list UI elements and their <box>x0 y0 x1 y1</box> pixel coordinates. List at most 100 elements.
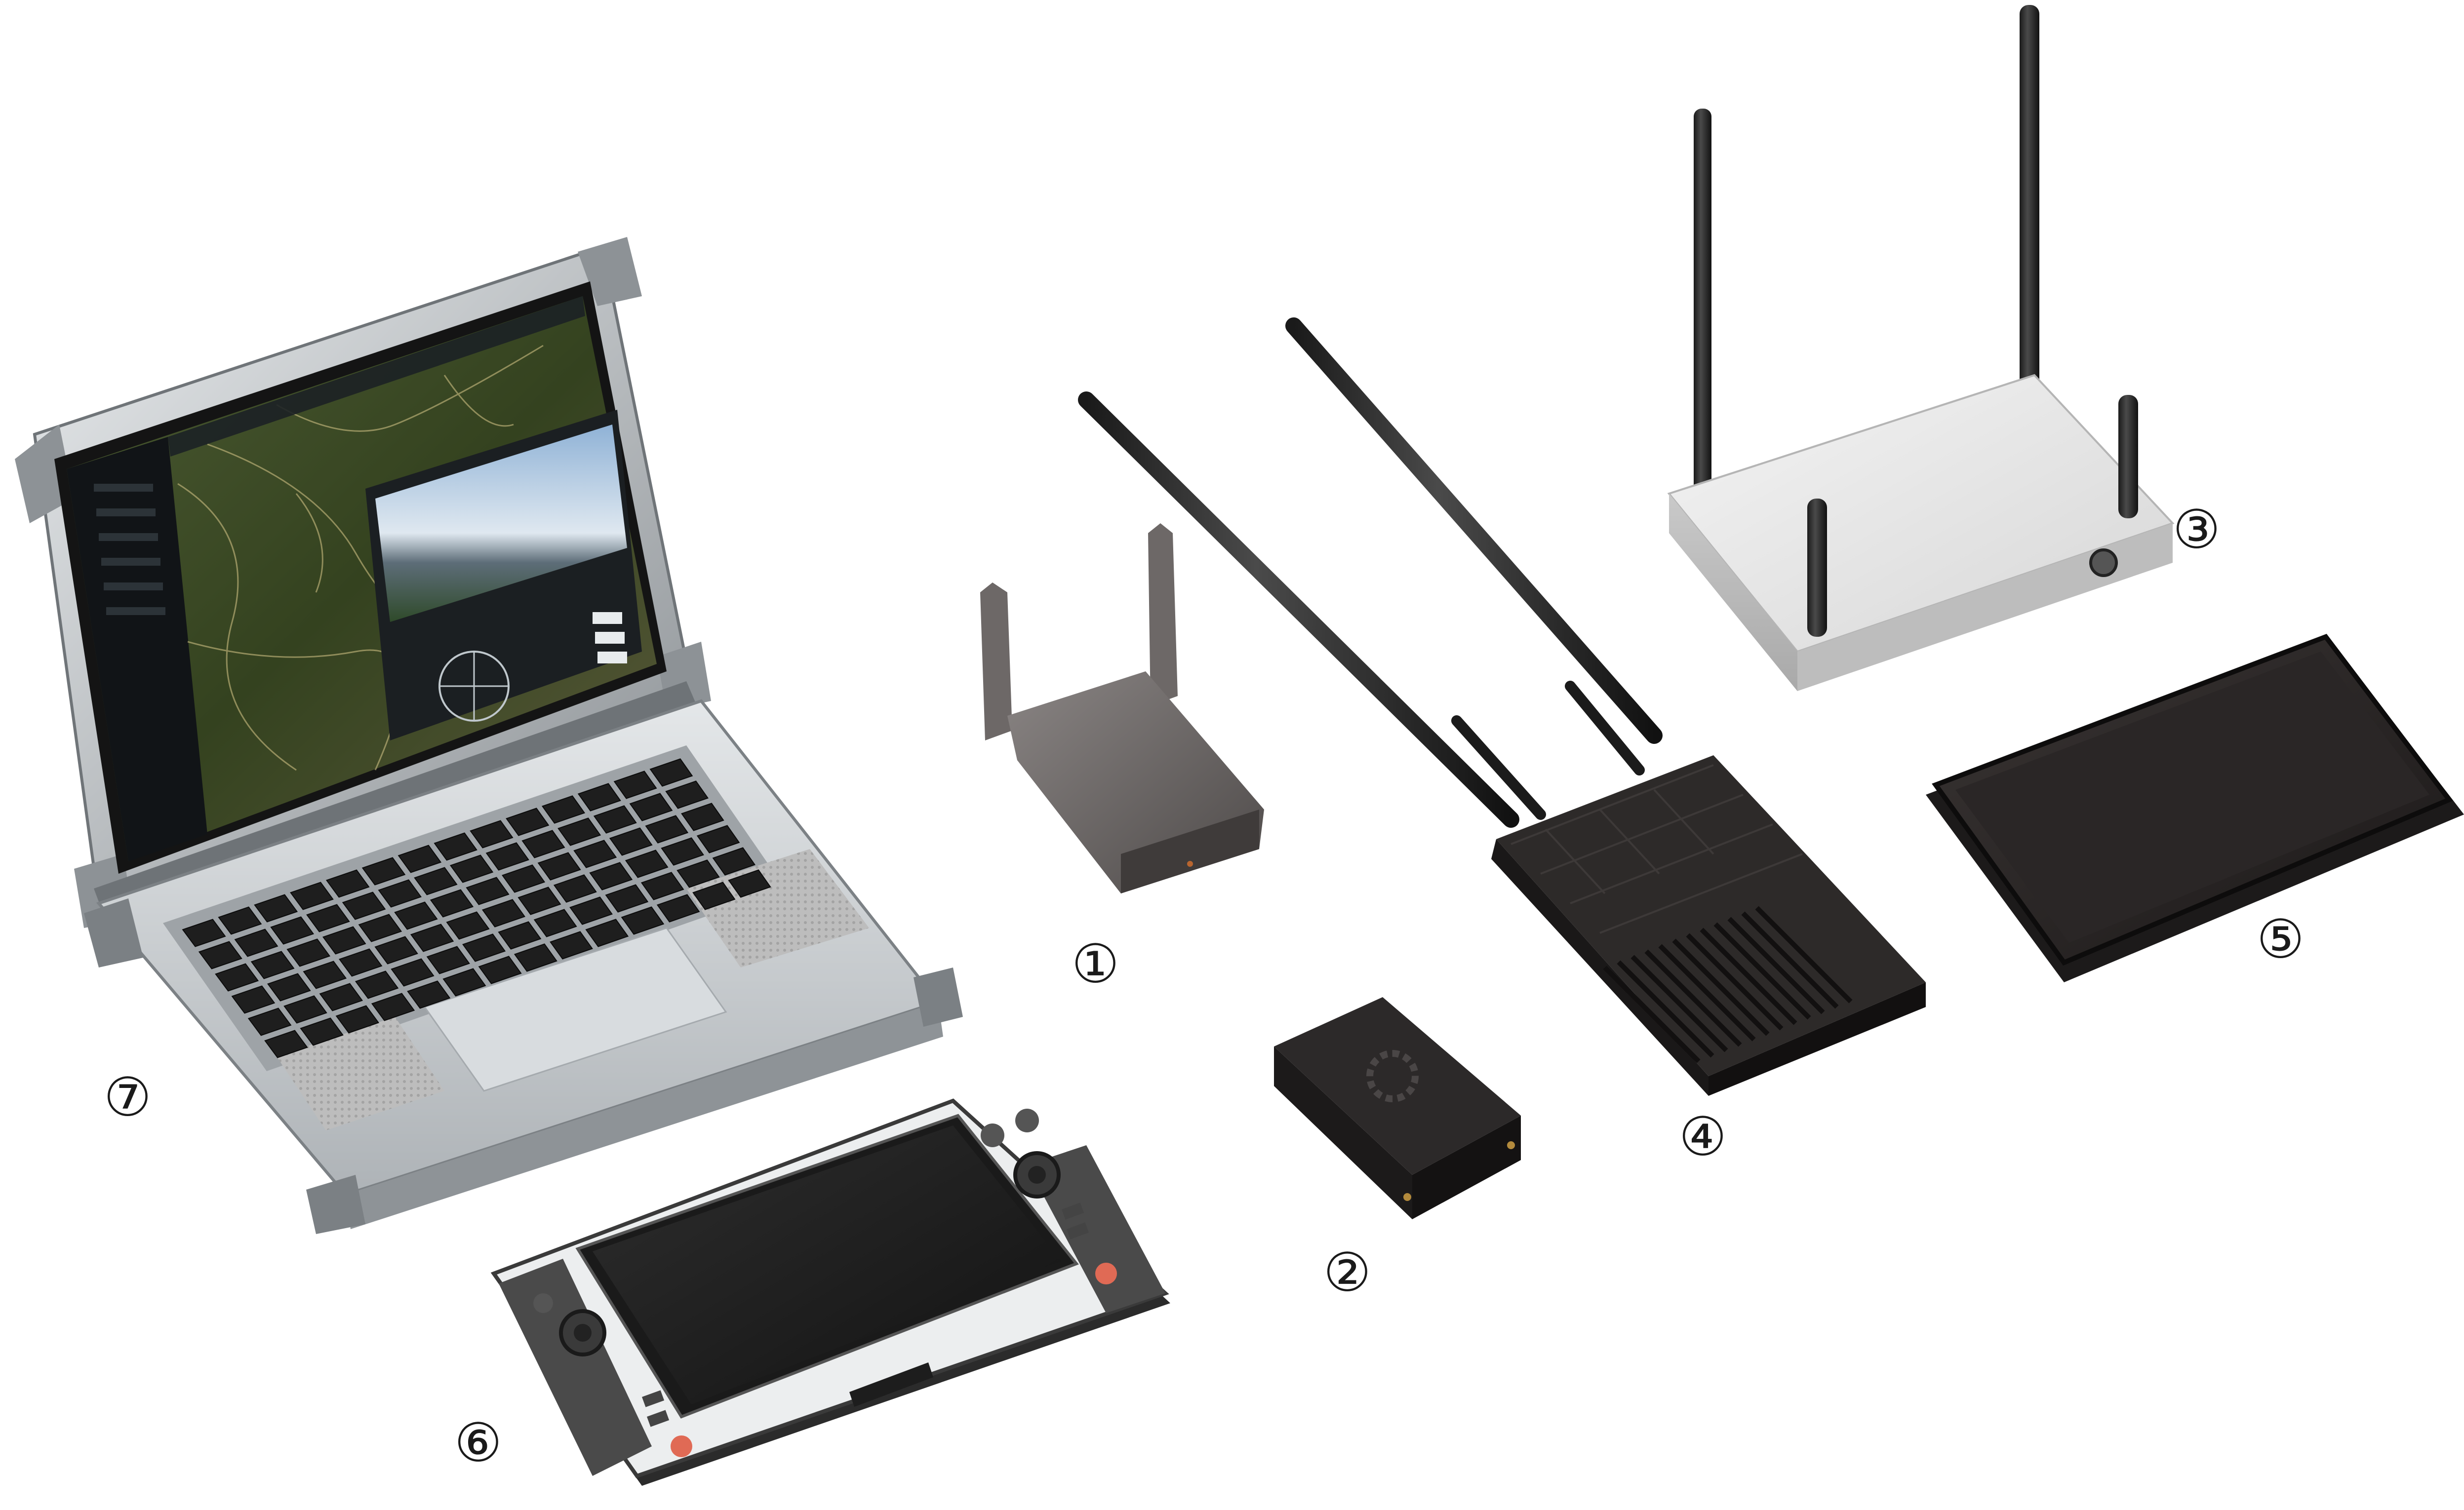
keycap <box>696 825 740 853</box>
keycap <box>300 1017 344 1046</box>
label-4: ④ <box>1679 1106 1727 1168</box>
cooling-fin <box>1755 906 1853 1004</box>
cooling-fin <box>1686 933 1784 1031</box>
keycap <box>264 1030 308 1058</box>
keycap <box>286 938 331 967</box>
keycap <box>215 963 259 992</box>
router-icon <box>1667 5 2175 691</box>
keycap <box>325 869 370 898</box>
tablet-icon <box>1926 633 2464 982</box>
keycap <box>442 968 486 997</box>
keycap <box>338 948 383 977</box>
cooling-fin <box>1603 966 1701 1063</box>
keycap <box>589 862 633 891</box>
keycap <box>290 882 334 910</box>
label-5: ⑤ <box>2257 909 2305 970</box>
keycap <box>502 864 546 893</box>
sidebar-rows <box>94 484 165 615</box>
keycap <box>358 914 402 942</box>
cooling-fin <box>1617 960 1714 1058</box>
keycap <box>712 847 756 876</box>
label-1: ① <box>1072 933 1119 995</box>
label-6: ⑥ <box>454 1412 502 1474</box>
keycap <box>661 837 704 866</box>
keycap <box>593 805 637 834</box>
label-3: ③ <box>2173 499 2221 561</box>
cooling-fin <box>1658 944 1756 1042</box>
keycap <box>466 877 510 905</box>
keycap <box>485 842 529 871</box>
keycap <box>218 906 262 935</box>
keycap <box>656 894 700 923</box>
rugged-laptop-icon <box>15 237 963 1234</box>
label-2: ② <box>1323 1242 1371 1304</box>
keycap <box>446 911 490 940</box>
cooling-fin <box>1672 938 1770 1036</box>
keyboard <box>182 758 771 1058</box>
cooling-fin <box>1700 928 1797 1025</box>
keycap <box>394 901 438 930</box>
keycap <box>629 793 673 821</box>
keycap <box>283 995 327 1024</box>
keycap <box>434 832 477 861</box>
keycap <box>649 758 693 787</box>
keycap <box>553 874 597 903</box>
keycap <box>728 869 771 898</box>
keycap <box>621 906 665 935</box>
keycap <box>355 970 399 999</box>
keycap <box>470 820 514 849</box>
keycap <box>426 946 470 974</box>
keycap <box>342 891 386 920</box>
keycap <box>247 1007 292 1036</box>
keycap <box>514 943 557 972</box>
keycap <box>550 931 593 960</box>
keycap <box>613 771 657 799</box>
keycap <box>573 840 617 868</box>
keycap <box>430 889 474 918</box>
laptop-screen <box>67 296 657 861</box>
keycap <box>533 909 577 937</box>
keycap <box>374 936 418 965</box>
cooling-fin <box>1630 955 1728 1052</box>
keycap <box>585 919 629 947</box>
keycap <box>541 795 586 824</box>
keycap <box>270 916 315 945</box>
transceiver-pattern <box>1510 764 1803 934</box>
keycap <box>676 859 720 888</box>
keycap <box>198 941 242 969</box>
keycap <box>609 827 653 856</box>
keycap <box>391 958 435 987</box>
cooling-fin <box>1727 917 1825 1014</box>
cooling-fin <box>1713 922 1811 1020</box>
keycap <box>577 783 621 812</box>
keycap <box>645 815 689 844</box>
radio-module-icon <box>1274 997 1521 1219</box>
keycap <box>397 845 442 873</box>
keycap <box>462 933 506 962</box>
keycap <box>361 857 406 886</box>
laptop-base <box>84 699 963 1234</box>
keycap <box>306 904 350 932</box>
device-labels: ① ② ③ ④ ⑤ ⑥ ⑦ <box>104 499 2305 1474</box>
keycap <box>498 921 542 950</box>
keycap <box>378 879 422 908</box>
keycap <box>267 973 311 1002</box>
keycap <box>254 894 298 923</box>
keycap <box>521 830 565 858</box>
keycap <box>335 1005 380 1034</box>
keycap <box>234 929 278 957</box>
keycap <box>410 924 454 952</box>
keycap <box>537 852 581 881</box>
keycap <box>182 919 226 947</box>
keycap <box>303 961 347 989</box>
keycap <box>681 803 724 831</box>
handheld-controller-icon <box>490 1098 1170 1486</box>
keycap <box>692 882 736 910</box>
keycap <box>640 872 684 900</box>
radio-transceiver-icon <box>1078 317 1926 1096</box>
antenna-icon <box>980 523 1264 893</box>
keycap <box>319 983 363 1011</box>
keycap <box>557 817 601 846</box>
keycap <box>569 896 613 925</box>
